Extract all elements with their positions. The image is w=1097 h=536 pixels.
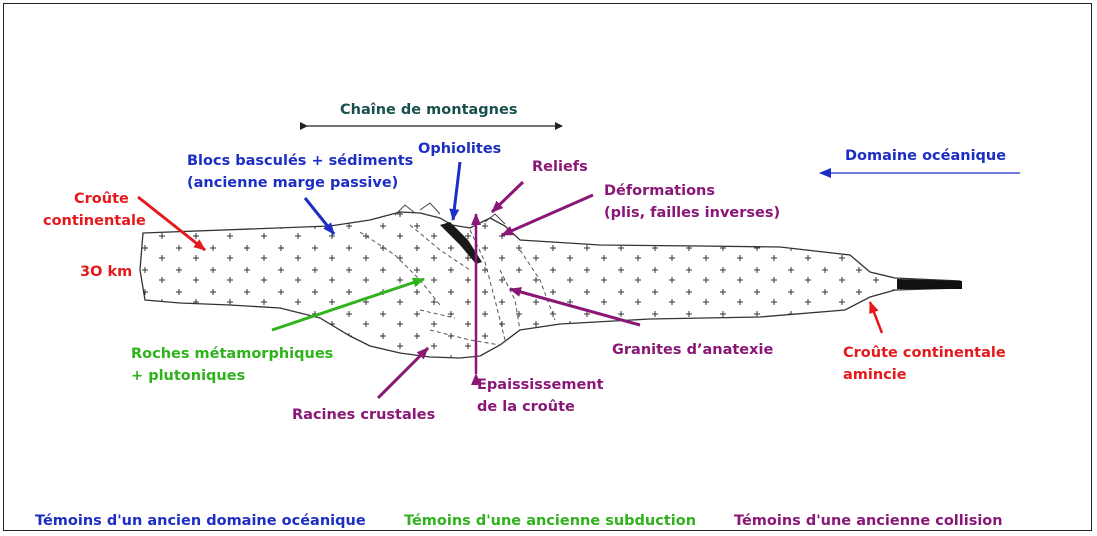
continental-crust-label-line2: continentale: [43, 213, 146, 229]
legend-collision: Témoins d'une ancienne collision: [734, 513, 1003, 529]
relief-folds: [394, 202, 506, 225]
mountain-range-title: Chaîne de montagnes: [340, 102, 518, 118]
crust-thickening-label-line2: de la croûte: [477, 399, 575, 415]
anatexis-granites-label: Granites d’anatexie: [612, 342, 774, 358]
thinned-crust-label-line1: Croûte continentale: [843, 345, 1006, 361]
oceanic-lithosphere: [897, 279, 962, 289]
legend-oceanic: Témoins d'un ancien domaine océanique: [35, 513, 366, 529]
metamorphic-rocks-arrow: [271, 277, 425, 332]
thinned-crust-label-line2: amincie: [843, 367, 907, 383]
deformations-label-line2: (plis, failles inverses): [604, 205, 781, 221]
oceanic-domain-label: Domaine océanique: [845, 148, 1007, 164]
reliefs-arrow: [490, 180, 525, 214]
thinned-crust-arrow: [868, 301, 884, 334]
deformations-label-line1: Déformations: [604, 183, 716, 199]
tilted-blocks-label-line2: (ancienne marge passive): [187, 175, 399, 191]
ophiolites-arrow: [449, 161, 462, 221]
suture-fault-lines: [359, 224, 556, 346]
tilted-blocks-arrow: [303, 197, 336, 235]
tilted-blocks-label-line1: Blocs basculés + sédiments: [187, 153, 414, 169]
deformations-arrow: [501, 193, 594, 237]
metamorphic-rocks-label-line2: + plutoniques: [131, 368, 246, 384]
metamorphic-rocks-label-line1: Roches métamorphiques: [131, 346, 334, 362]
granites-arrow: [509, 287, 641, 327]
crust-thickness-label: 3O km: [80, 264, 133, 280]
continental-crust-label-line1: Croûte: [74, 191, 129, 207]
reliefs-label: Reliefs: [532, 159, 588, 175]
crustal-roots-label: Racines crustales: [292, 407, 436, 423]
legend-subduction: Témoins d'une ancienne subduction: [404, 513, 697, 529]
continental-crust-arrow: [137, 195, 206, 252]
crustal-roots-arrow: [376, 346, 430, 400]
crust-thickening-label-line1: Epaississement: [477, 377, 604, 393]
ophiolites-label: Ophiolites: [418, 141, 502, 157]
continental-crust-body: [139, 211, 961, 359]
